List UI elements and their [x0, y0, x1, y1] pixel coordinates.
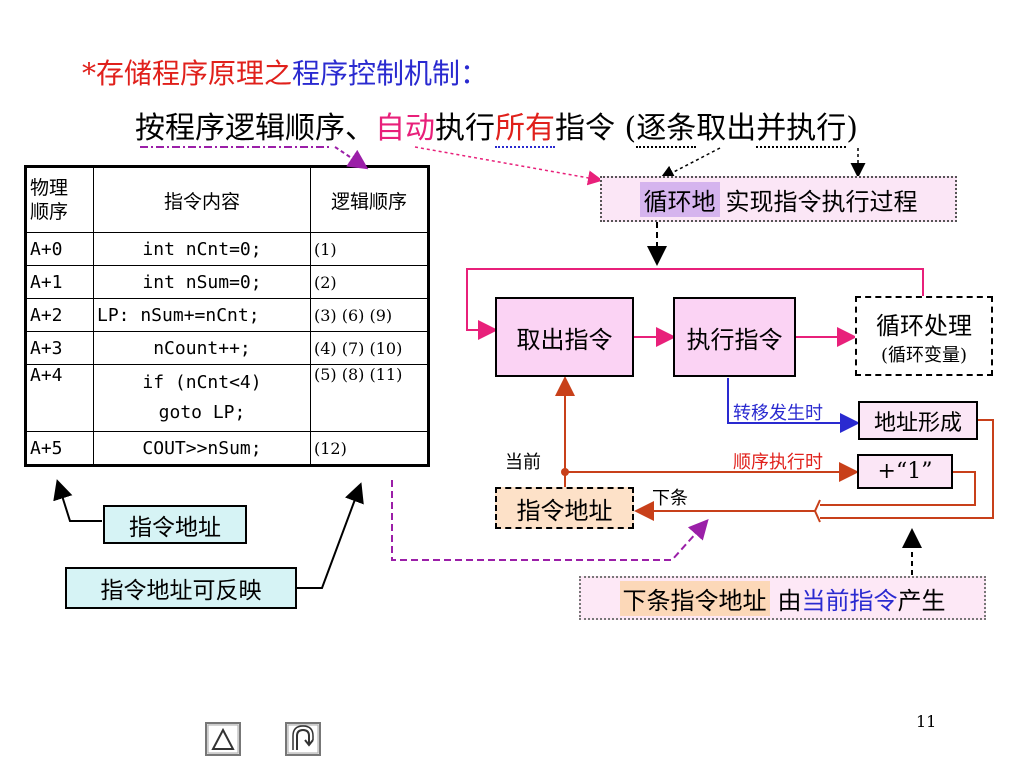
- fetch-instruction-box: 取出指令: [495, 297, 634, 377]
- row-order: (2): [310, 265, 429, 299]
- produced-label: 产生: [897, 586, 946, 615]
- row-code: int nSum=0;: [93, 265, 311, 299]
- title-colon: ：: [460, 57, 489, 90]
- subtitle-c: 执行: [435, 111, 495, 146]
- subtitle-h: 取出: [696, 111, 757, 146]
- instruction-address-box: 指令地址: [495, 487, 634, 529]
- header-order: 逻辑顺序: [310, 166, 429, 233]
- title-star: *: [82, 57, 96, 90]
- subtitle-a: 按程序逻辑顺序、: [135, 111, 375, 146]
- next-address-explanation: 下条指令地址 由 当前指令 产生: [579, 576, 986, 620]
- subtitle-rparen: ): [846, 111, 858, 146]
- loop-box-label-a: 循环地: [639, 181, 720, 217]
- loop-proc-line2: (循环变量): [880, 344, 968, 366]
- table-row: A+5 COUT>>nSum; (12): [25, 431, 429, 466]
- row-addr: A+2: [25, 298, 94, 332]
- current-instruction-label: 当前指令: [801, 586, 898, 615]
- row-code: COUT>>nSum;: [93, 431, 311, 466]
- label-next: 下条: [652, 488, 688, 509]
- execute-instruction-box: 执行指令: [673, 297, 796, 377]
- plus-one-box: +“1”: [857, 454, 953, 489]
- by-label: 由: [777, 586, 802, 615]
- subtitle-g: 逐条: [636, 111, 697, 148]
- label-branch: 转移发生时: [733, 403, 823, 424]
- loop-processing-box: 循环处理 (循环变量): [855, 296, 993, 376]
- row-addr: A+3: [25, 331, 94, 365]
- row-order: (12): [310, 431, 429, 466]
- title-part2: 程序控制机制: [292, 57, 461, 90]
- row-code: if (nCnt<4) goto LP;: [93, 364, 311, 432]
- table-row: A+1 int nSum=0; (2): [25, 265, 429, 299]
- title-part1: 存储程序原理之: [96, 57, 293, 90]
- triangle-home-icon[interactable]: [205, 722, 241, 756]
- instruction-address-callout: 指令地址: [103, 505, 247, 544]
- row-code: nCount++;: [93, 331, 311, 365]
- header-phys-line1: 物理: [30, 177, 69, 199]
- loop-process-box: 循环地 实现指令执行过程: [600, 176, 957, 222]
- row-order: (1): [310, 232, 429, 266]
- subtitle-e: 指令: [555, 111, 615, 146]
- label-current: 当前: [505, 452, 541, 473]
- subtitle-lparen: (: [624, 111, 637, 146]
- row-code-line2: goto LP;: [158, 402, 246, 423]
- loop-box-label-b: 实现指令执行过程: [725, 187, 918, 216]
- page-title: *存储程序原理之程序控制机制：: [82, 52, 488, 92]
- row-code-line1: if (nCnt<4): [142, 372, 262, 393]
- subtitle-auto: 自动: [375, 111, 435, 146]
- loop-proc-line1: 循环处理: [876, 311, 972, 340]
- row-order: (3) (6) (9): [310, 298, 429, 332]
- subtitle: 按程序逻辑顺序、自动执行所有指令 (逐条取出并执行): [135, 103, 858, 148]
- label-sequential: 顺序执行时: [733, 452, 823, 473]
- row-addr: A+1: [25, 265, 94, 299]
- subtitle-all: 所有: [495, 111, 555, 148]
- row-code: LP: nSum+=nCnt;: [93, 298, 311, 332]
- next-address-label: 下条指令地址: [619, 580, 770, 616]
- table-header-row: 物理 顺序 指令内容 逻辑顺序: [25, 166, 429, 233]
- header-phys: 物理 顺序: [25, 166, 94, 233]
- row-addr: A+0: [25, 232, 94, 266]
- address-reflect-callout: 指令地址可反映: [65, 567, 297, 609]
- return-icon[interactable]: [285, 722, 321, 756]
- address-formation-box: 地址形成: [858, 401, 978, 440]
- header-phys-line2: 顺序: [30, 201, 69, 223]
- program-table: 物理 顺序 指令内容 逻辑顺序 A+0 int nCnt=0; (1) A+1 …: [24, 165, 430, 467]
- table-row: A+0 int nCnt=0; (1): [25, 232, 429, 266]
- row-order: (5) (8) (11): [310, 364, 429, 432]
- table-row: A+2 LP: nSum+=nCnt; (3) (6) (9): [25, 298, 429, 332]
- page-number: 11: [916, 712, 937, 731]
- table-row: A+4 if (nCnt<4) goto LP; (5) (8) (11): [25, 364, 429, 432]
- subtitle-i: 并执行: [756, 111, 847, 148]
